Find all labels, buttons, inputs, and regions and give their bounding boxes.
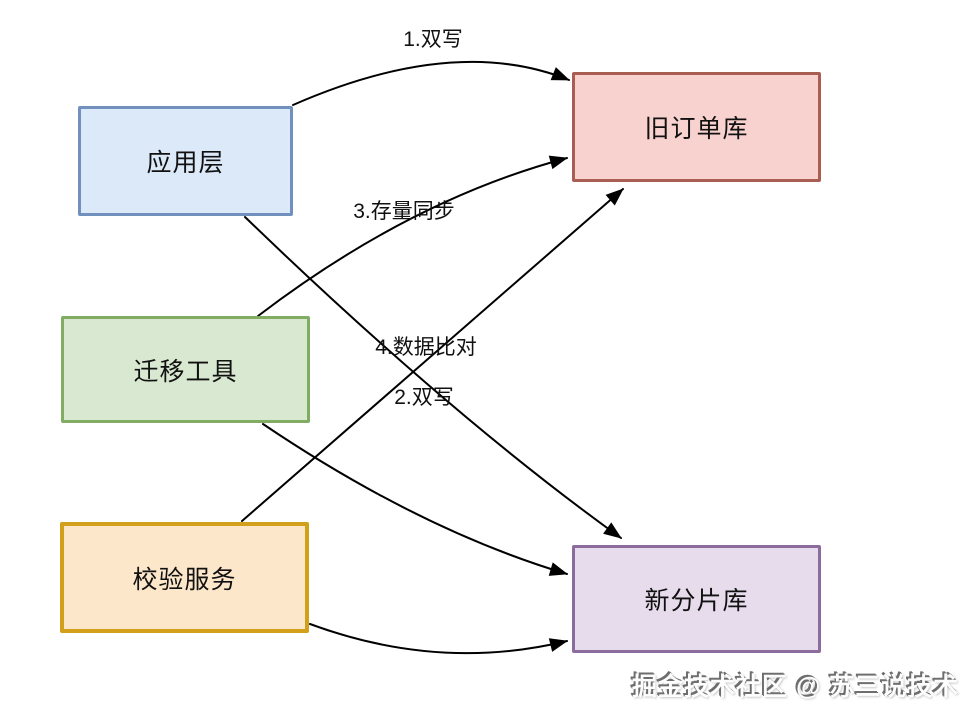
edge-validation-to-olddb-arrow [241,188,624,522]
node-migration-tool-label: 迁移工具 [133,357,238,386]
watermark-text: 掘金技术社区 @ 苏三说技术 [632,673,960,701]
edge-label-double-write-new: 2.双写 [394,386,454,409]
node-new-shard-db-label: 新分片库 [644,587,749,615]
node-old-order-db-label: 旧订单库 [644,115,749,143]
node-validation-service: 校验服务 [60,522,309,633]
edge-migration-to-newdb-arrow [262,423,568,576]
edge-label-stock-sync: 3.存量同步 [353,200,455,223]
node-new-shard-db: 新分片库 [572,545,821,653]
edge-migration-to-olddb-arrow [257,155,568,317]
node-app-layer-label: 应用层 [146,149,225,177]
edge-label-data-compare: 4.数据比对 [375,336,477,359]
edge-label-double-write-old: 1.双写 [403,28,463,51]
node-validation-service-label: 校验服务 [132,565,237,594]
node-app-layer: 应用层 [78,106,293,216]
edge-app-to-olddb-arrow [292,60,570,106]
edge-app-to-newdb-arrow [244,216,622,539]
node-old-order-db: 旧订单库 [572,72,821,182]
edge-validation-to-newdb-arrow [309,623,568,655]
node-migration-tool: 迁移工具 [61,316,310,423]
